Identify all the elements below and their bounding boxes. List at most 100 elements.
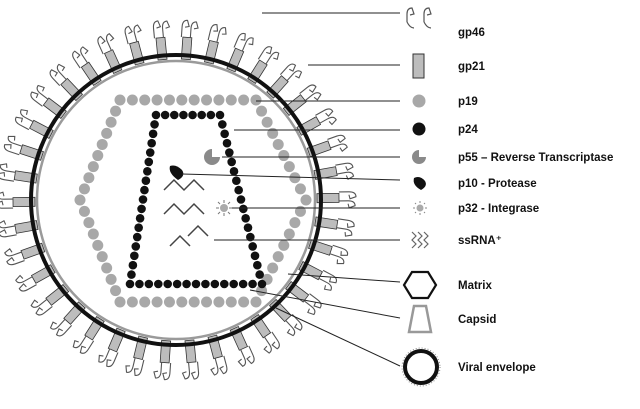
p24-bead [253, 260, 262, 270]
p19-bead [139, 296, 151, 308]
p24-bead [227, 157, 236, 167]
gp46-knob [3, 135, 23, 156]
capsid-icon [407, 304, 433, 334]
capsid-p24-layer [125, 110, 267, 289]
p24-bead [131, 242, 141, 251]
p19-bead [74, 194, 86, 206]
gp46-knob [237, 345, 255, 367]
p24-bead [150, 120, 159, 129]
p24-bead [188, 110, 197, 120]
p19-bead [278, 239, 290, 251]
gp46-knob [210, 355, 228, 376]
glycoprotein-spike [49, 301, 86, 337]
gp46-knob [299, 84, 322, 102]
p19-bead [163, 296, 175, 308]
p19-bead [225, 296, 237, 308]
glycoprotein-spike [72, 46, 102, 87]
p19-bead [87, 161, 99, 173]
p19-bead [78, 205, 90, 217]
p19-bead [114, 94, 126, 106]
p19-bead [101, 262, 113, 274]
glycoprotein-spike [30, 84, 67, 119]
p19-bead [83, 217, 95, 229]
gp46-knob [30, 84, 49, 107]
p19-bead [87, 228, 99, 240]
p19-bead [256, 285, 268, 297]
p24-bead [148, 129, 158, 139]
p24-bead [145, 148, 155, 157]
p24-bead [206, 110, 216, 120]
gp46-knob [181, 361, 200, 380]
gp46-knob [4, 248, 25, 266]
gp46-knob [49, 318, 73, 337]
p24-bead [128, 260, 138, 270]
p24-bead [243, 223, 253, 232]
p24-bead [179, 110, 188, 120]
legend-label-p55: p55 – Reverse Transcriptase [458, 152, 613, 164]
p24-bead [218, 120, 227, 129]
gp46-knob [318, 269, 338, 291]
ssrna-strand [169, 234, 191, 247]
p19-bead [272, 251, 284, 263]
leader-lines [181, 12, 401, 367]
p24-bead [210, 279, 220, 289]
p19-bead [139, 94, 151, 106]
p19-bead [267, 127, 279, 139]
p24-bead [144, 279, 154, 289]
ssrna-strand [163, 178, 205, 192]
legend-label-p24: p24 [458, 124, 478, 136]
gp46-knob [279, 63, 303, 82]
p24-bead [239, 204, 248, 214]
p24-bead [241, 213, 250, 223]
legend-label-p19: p19 [458, 96, 478, 108]
p19-bead [105, 273, 117, 285]
p24-bead [144, 157, 154, 167]
leader-line-capsid [249, 289, 401, 319]
legend-label-gp21: gp21 [458, 61, 485, 73]
gp46-knob [207, 24, 227, 43]
gp46-knob [152, 20, 171, 39]
p24-bead [141, 176, 151, 186]
legend-label-ssrna: ssRNA⁺ [458, 235, 502, 247]
p24-bead [225, 148, 234, 157]
p19-bead [272, 138, 284, 150]
viral-envelope-icon [403, 349, 439, 385]
gp46-knob [336, 218, 355, 237]
p10-protease-shape [169, 165, 184, 180]
glycoprotein-spike [72, 316, 105, 354]
p24-bead [127, 270, 136, 279]
gp46-knob [72, 335, 95, 354]
gp46-knob [30, 298, 53, 316]
p19-icon [412, 94, 426, 108]
p24-bead [191, 279, 201, 289]
p24-bead [182, 279, 191, 289]
glycoprotein-spike [15, 264, 56, 292]
legend-label-p10: p10 - Protease [458, 178, 537, 190]
gp46-knob [0, 191, 14, 209]
p24-bead [147, 138, 156, 148]
p19-bead [110, 285, 122, 297]
glycoprotein-spike [98, 327, 126, 368]
p19-bead [213, 94, 225, 106]
p24-bead [138, 195, 148, 204]
leader-line-matrix [287, 273, 401, 283]
glycoprotein-spike [49, 63, 84, 102]
gp46-knob [315, 108, 337, 126]
p19-bead [176, 94, 188, 106]
p19-bead [92, 239, 104, 251]
legend-label-p32: p32 - Integrase [458, 203, 539, 215]
matrix-icon [402, 270, 438, 300]
gp46-knob [14, 109, 34, 131]
gp46-knob [263, 331, 280, 354]
p24-bead [234, 185, 243, 195]
p19-bead [283, 161, 295, 173]
p19-bead [96, 251, 108, 263]
p19-bead [176, 296, 188, 308]
legend-label-capsid: Capsid [458, 314, 496, 326]
p24-bead [135, 279, 144, 289]
glycoprotein-spike [285, 281, 322, 316]
p19-bead [261, 116, 273, 128]
p24-bead [135, 213, 145, 223]
p55-reverse-transcriptase-shape [204, 149, 220, 165]
